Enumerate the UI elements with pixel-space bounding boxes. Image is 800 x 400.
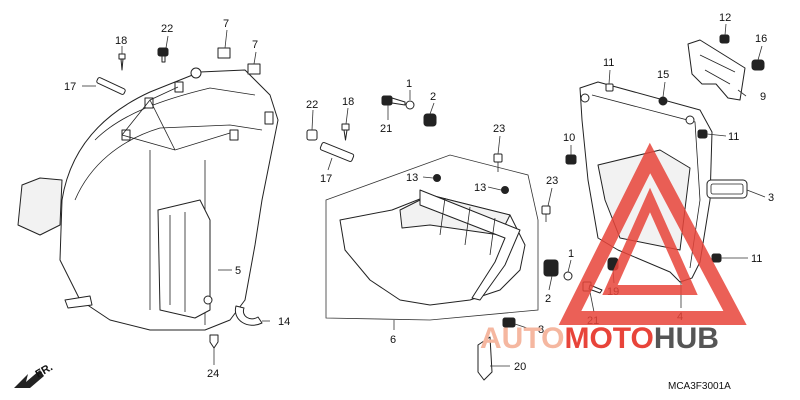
callout-18: 18 [115,35,127,47]
callout-23: 23 [546,175,558,187]
callout-12: 12 [719,12,731,24]
callout-22: 22 [161,23,173,35]
callout-21: 21 [380,123,392,135]
callout-18: 18 [342,96,354,108]
front-direction-marker: FR. [14,361,55,388]
callout-17: 17 [320,173,332,185]
watermark-hub: HUB [654,322,719,355]
inner-fender-assembly [325,95,603,381]
watermark-auto: AUTO [480,322,564,355]
callout-2: 2 [545,293,551,305]
callout-14: 14 [278,316,290,328]
callout-10: 10 [563,132,575,144]
callout-6: 6 [390,334,396,346]
callout-11: 11 [728,131,739,143]
watermark-moto: MOTO [564,322,653,355]
callout-23: 23 [493,123,505,135]
callout-16: 16 [755,33,767,45]
callout-1: 1 [568,248,574,260]
callout-2: 2 [430,91,436,103]
callout-17: 17 [64,81,76,93]
watermark-text: AUTOMOTOHUB [480,322,719,355]
callout-5: 5 [235,265,241,277]
front-arrow-icon [14,370,44,388]
diagram-code: MCA3F3001A [668,381,731,392]
callout-11: 11 [751,253,762,265]
callout-1: 1 [406,78,412,90]
front-marker-label: FR. [34,361,55,380]
callout-24: 24 [207,368,219,380]
callout-11: 11 [603,57,614,69]
watermark-triangle-icon [558,142,747,325]
callout-15: 15 [657,69,669,81]
callout-3: 3 [768,192,774,204]
watermark-logo: AUTOMOTOHUB [480,142,747,355]
callout-13: 13 [406,172,418,184]
callout-13: 13 [474,182,486,194]
rear-fender-assembly [17,47,279,331]
callout-8: 8 [538,324,544,336]
callout-7: 7 [252,39,258,51]
callout-9: 9 [760,91,766,103]
left-hardware [96,47,355,349]
callout-7: 7 [223,18,229,30]
callout-22: 22 [306,99,318,111]
callout-20: 20 [514,361,526,373]
leader-lines [82,23,766,367]
